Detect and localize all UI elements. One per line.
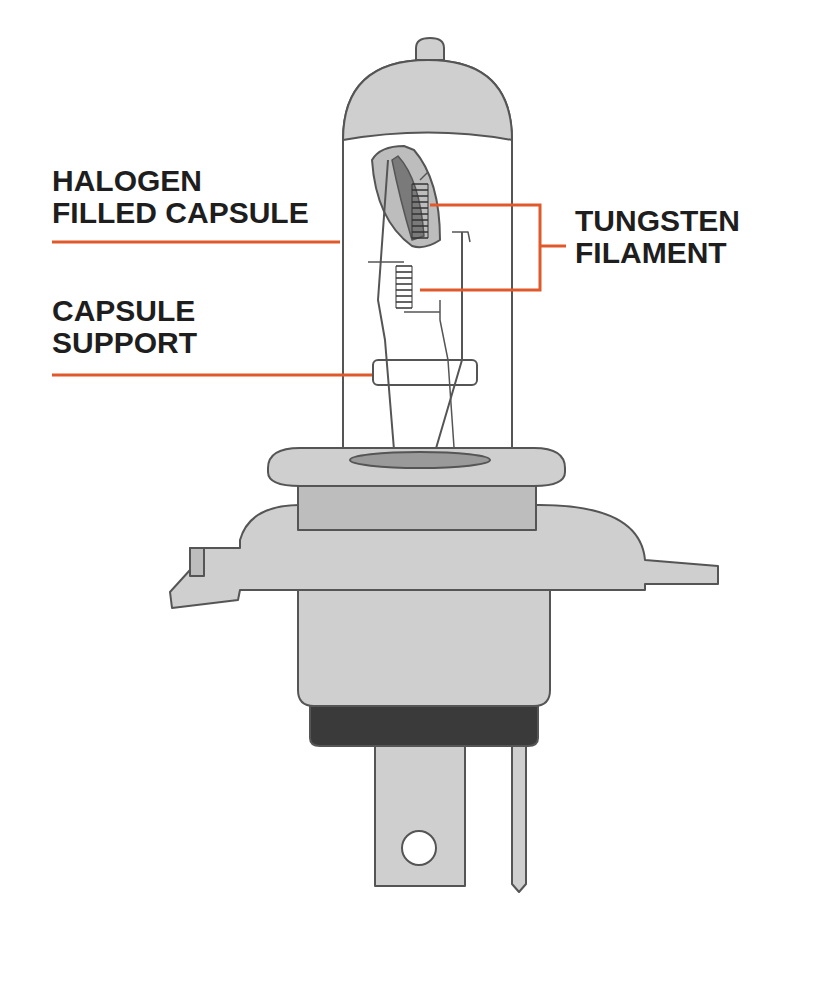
part-label: HALOGEN FILLED CAPSULE [52,165,314,229]
part-label: CAPSULE SUPPORT [52,295,222,359]
part-label: TUNGSTEN FILAMENT [575,205,775,269]
